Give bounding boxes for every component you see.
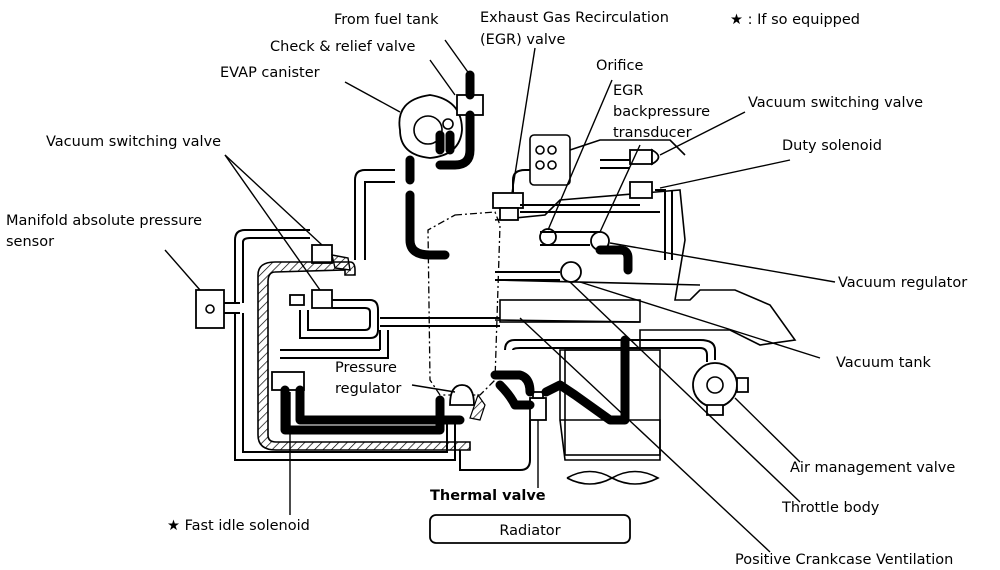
label-duty-solenoid: Duty solenoid [782,138,882,154]
label-egr-transducer-line1: EGR [613,83,643,99]
engine-block [427,134,797,485]
legend: ★ : If so equipped [730,12,860,28]
label-throttle-body: Throttle body [781,500,880,516]
label-air-management-valve: Air management valve [790,460,955,476]
label-vacuum-switching-valve-left: Vacuum switching valve [46,134,221,150]
vacuum-switching-valve-upper [311,244,333,264]
map-sensor [195,289,225,329]
vacuum-tank [499,299,641,323]
label-from-fuel-tank: From fuel tank [334,12,439,28]
legend-text: ★ : If so equipped [730,12,860,28]
leader-lines [164,39,836,553]
egr-valve [492,192,524,221]
label-pcv: Positive Crankcase Ventilation [735,552,953,568]
radiator [429,514,631,544]
pressure-regulator [449,384,475,406]
vacuum-regulator [560,261,582,283]
label-pressure-regulator-line1: Pressure [335,360,397,376]
label-egr-valve-line2: (EGR) valve [480,32,565,48]
label-map-sensor-line2: sensor [6,234,54,250]
label-map-sensor-line1: Manifold absolute pressure [6,213,202,229]
label-pressure-regulator-line2: regulator [335,381,401,397]
label-radiator: Radiator [499,523,560,539]
vacuum-switching-valve-lower [289,289,333,309]
label-egr-transducer-line2: backpressure [613,104,710,120]
duty-solenoid [629,181,653,199]
label-fast-idle-solenoid: ★ Fast idle solenoid [167,518,310,534]
label-orifice: Orifice [596,58,644,74]
label-egr-valve-line1: Exhaust Gas Recirculation [480,10,669,26]
label-egr-transducer-line3: transducer [613,125,692,141]
label-vacuum-tank: Vacuum tank [836,355,932,371]
label-vacuum-regulator: Vacuum regulator [838,275,967,291]
label-check-relief-valve: Check & relief valve [270,39,415,55]
air-management-valve [692,362,749,416]
label-evap-canister: EVAP canister [220,65,320,81]
label-thermal-valve: Thermal valve [430,488,546,504]
label-vacuum-switching-valve-right: Vacuum switching valve [748,95,923,111]
